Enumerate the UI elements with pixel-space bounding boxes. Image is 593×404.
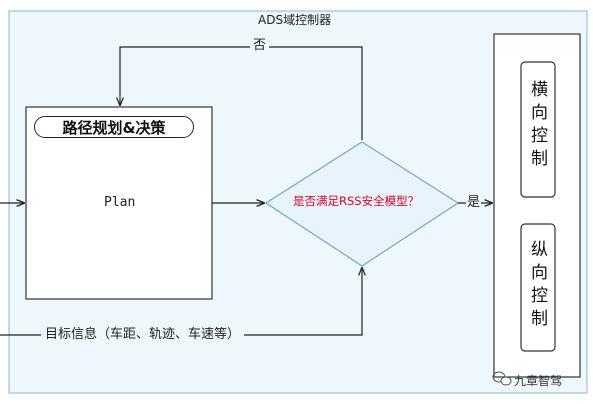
controller-title: ADS域控制器 [258,13,332,27]
longitudinal-control-label: 纵向控制 [527,240,547,332]
no-loop-arrow [120,46,363,140]
decision-question: 是否满足RSS安全模型？ [293,194,420,208]
decision-diamond [264,141,460,267]
lateral-control-box [520,61,556,198]
plan-box-body: Plan [104,195,136,210]
decision-yes-label: 是 [466,195,482,210]
plan-box-title: 路径规划&决策 [34,116,194,138]
watermark-text: 九章智驾 [514,374,563,388]
watermark: 九章智驾 [492,372,562,389]
wechat-icon [492,371,512,386]
lateral-control-label: 横向控制 [527,80,547,172]
target-info-label: 目标信息（车距、轨迹、车速等） [41,328,245,341]
plan-box [25,106,213,300]
longitudinal-control-box [520,223,556,352]
decision-no-label: 否 [250,39,270,52]
